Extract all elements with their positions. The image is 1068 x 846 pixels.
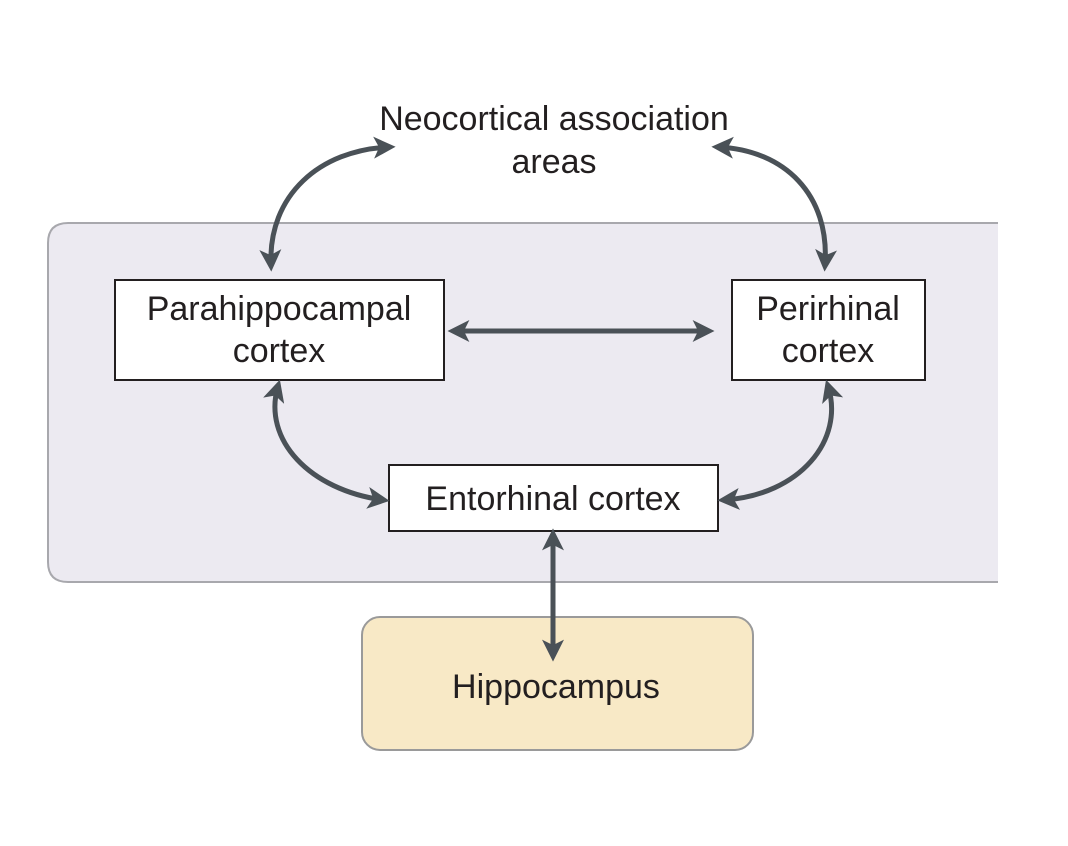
neocortical-label-line1: Neocortical association bbox=[379, 100, 729, 138]
parahippocampal-label-line2: cortex bbox=[233, 332, 326, 370]
arrow-parahippocampal-entorhinal bbox=[263, 379, 390, 509]
perirhinal-node bbox=[731, 279, 926, 381]
parahippocampal-label-line1: Parahippocampal bbox=[147, 290, 412, 328]
arrow-neocortical-parahippocampal bbox=[259, 136, 396, 272]
perirhinal-label-line1: Perirhinal bbox=[756, 290, 900, 328]
perirhinal-label-line2: cortex bbox=[782, 332, 875, 370]
parahippocampal-node bbox=[114, 279, 445, 381]
hippocampus-label: Hippocampus bbox=[452, 668, 660, 706]
entorhinal-label: Entorhinal cortex bbox=[425, 480, 680, 518]
arrow-neocortical-perirhinal bbox=[711, 136, 838, 272]
neocortical-label-line2: areas bbox=[511, 143, 596, 181]
arrow-perirhinal-entorhinal bbox=[717, 379, 844, 510]
